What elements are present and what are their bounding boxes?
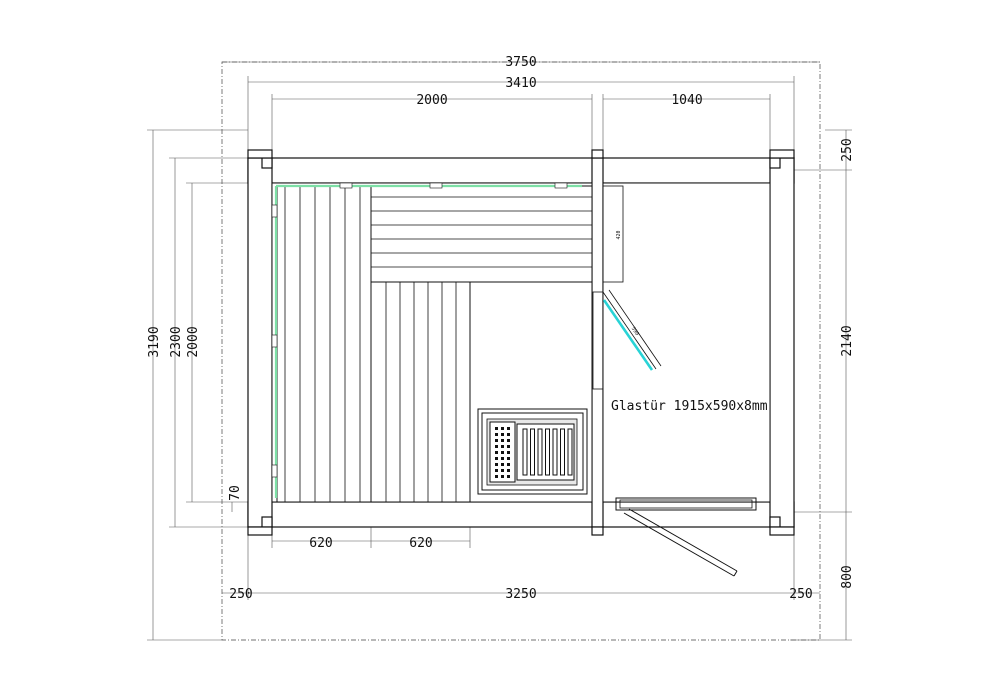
glass-door-label: Glastür 1915x590x8mm: [611, 399, 768, 414]
dim-bottom-middle: 3250: [505, 587, 536, 602]
dim-left-outer: 3190: [147, 326, 162, 357]
sauna-heater: [477, 408, 588, 495]
dimension-lines: [147, 61, 852, 641]
heater-stone: [501, 439, 504, 442]
bench-outline-middle: [370, 281, 471, 503]
dim-right-bottom: 800: [840, 565, 855, 588]
bench-horizontal-top: [371, 196, 592, 268]
dim-right-height: 2140: [840, 325, 855, 356]
heater-bar: [530, 428, 535, 476]
dim-right-wall: 250: [840, 138, 855, 161]
heater-stone: [495, 469, 498, 472]
heater-bar: [537, 428, 543, 476]
heater-stone: [495, 433, 498, 436]
heater-stone: [507, 433, 510, 436]
heater-stone: [501, 475, 504, 478]
dim-top-right-section: 1040: [671, 93, 702, 108]
dim-small-vertical: 420: [616, 230, 622, 239]
led-strip: [271, 182, 582, 498]
dim-top-inner: 3410: [505, 76, 536, 91]
dim-left-middle: 2300: [169, 326, 184, 357]
dim-bottom-bench-1: 620: [309, 536, 332, 551]
heater-stone: [507, 451, 510, 454]
svg-text:590: 590: [630, 326, 640, 337]
dimension-texts: 3750 3410 2000 1040 250 2140 800 3190 23…: [147, 55, 855, 602]
side-panel: [602, 185, 624, 283]
heater-stone: [501, 445, 504, 448]
heater-stone: [507, 427, 510, 430]
heater-stone: [495, 475, 498, 478]
dim-bottom-right: 250: [789, 587, 812, 602]
heater-bar: [522, 428, 528, 476]
heater-stone: [501, 457, 504, 460]
heater-stone: [507, 475, 510, 478]
bench-vertical-left: [284, 186, 361, 502]
heater-bar: [552, 428, 558, 476]
bench-vertical-middle: [385, 282, 457, 502]
walls: [247, 149, 795, 536]
heater-stone: [501, 463, 504, 466]
heater-stone: [495, 439, 498, 442]
dim-left-small: 70: [228, 485, 243, 501]
dim-top-total: 3750: [505, 55, 536, 70]
heater-stone: [507, 457, 510, 460]
dim-left-inner: 2000: [186, 326, 201, 357]
heater-stone: [501, 427, 504, 430]
outer-boundary: [221, 61, 821, 641]
heater-bar: [545, 428, 550, 476]
dim-bottom-left: 250: [229, 587, 252, 602]
glass-door: 590: [592, 289, 662, 390]
heater-bar: [567, 428, 573, 476]
heater-bar: [560, 428, 565, 476]
heater-stone: [501, 451, 504, 454]
heater-stone: [507, 445, 510, 448]
dim-top-left-section: 2000: [416, 93, 447, 108]
dim-bottom-bench-2: 620: [409, 536, 432, 551]
heater-stone: [507, 439, 510, 442]
heater-stone: [495, 463, 498, 466]
heater-stone: [501, 469, 504, 472]
heater-stone: [495, 445, 498, 448]
exterior-door: [615, 497, 757, 577]
heater-stone: [507, 463, 510, 466]
heater-stone: [501, 433, 504, 436]
heater-stone: [495, 451, 498, 454]
heater-stone: [507, 469, 510, 472]
heater-stone: [495, 427, 498, 430]
heater-stone: [495, 457, 498, 460]
